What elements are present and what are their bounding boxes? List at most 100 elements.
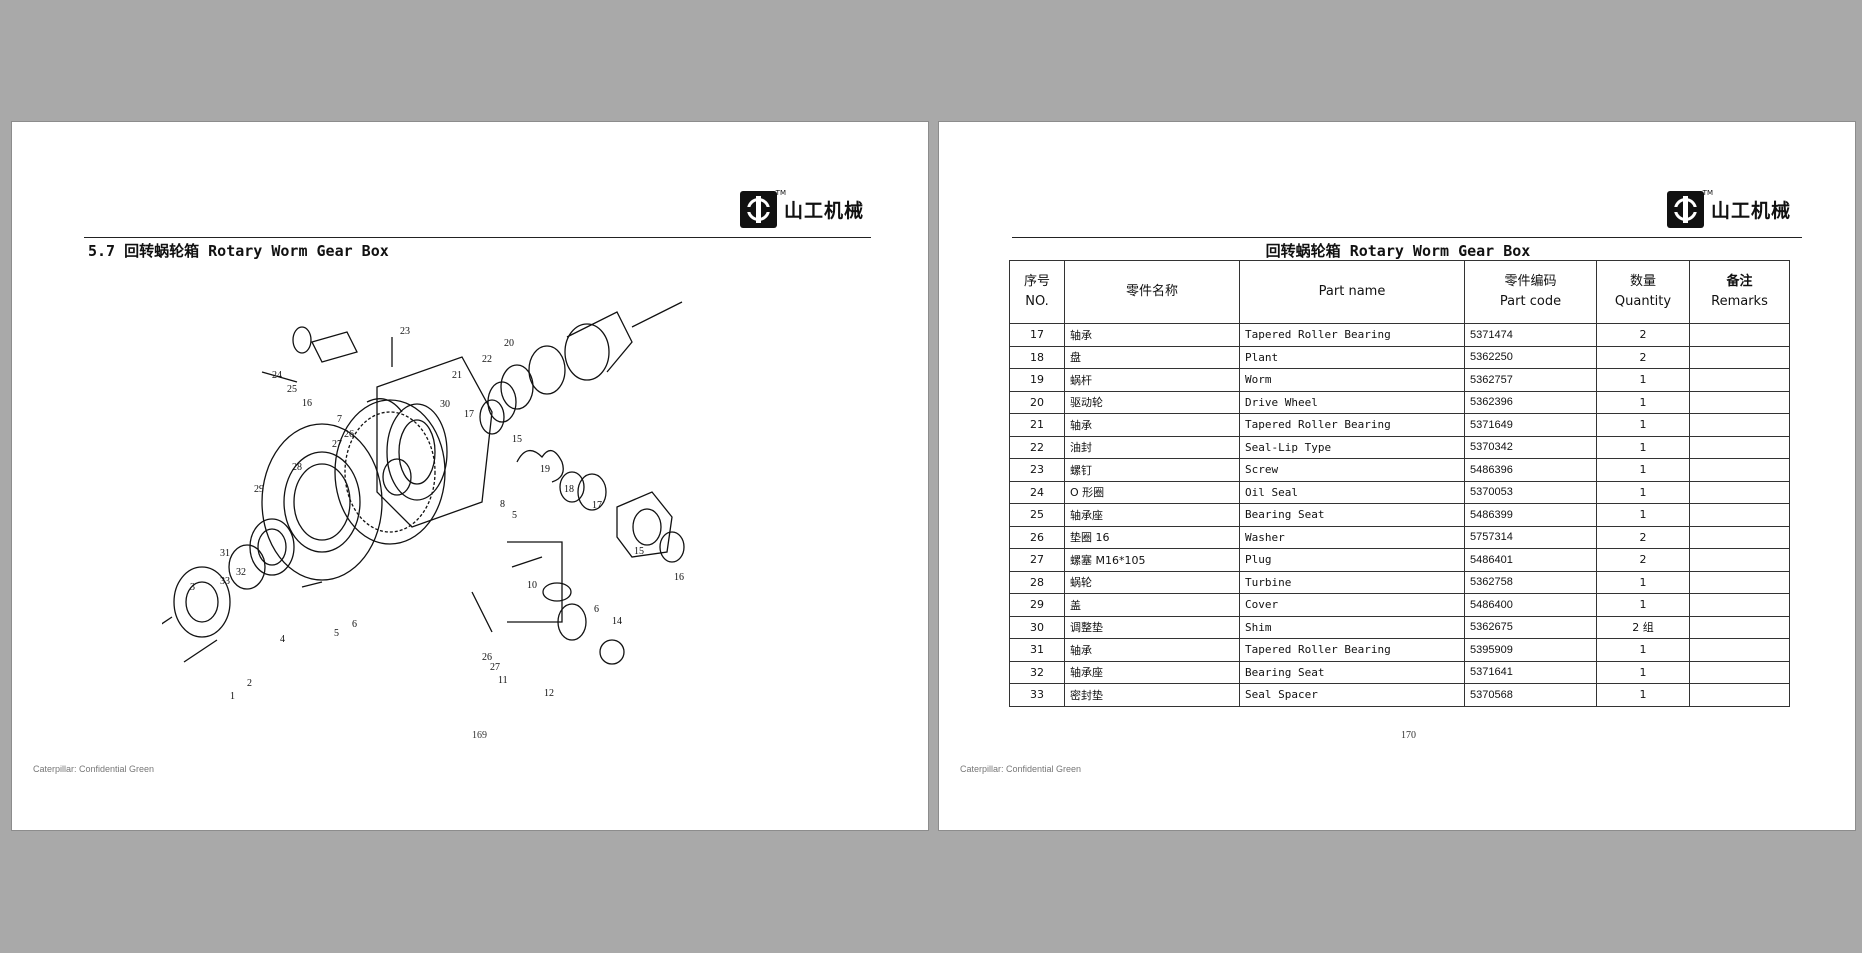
- header-no: 序号 NO.: [1009, 260, 1065, 324]
- cell-remarks: [1689, 548, 1790, 572]
- svg-text:15: 15: [634, 546, 644, 557]
- cell-part-code: 5362675: [1464, 615, 1597, 639]
- svg-text:26: 26: [344, 429, 354, 440]
- cell-no: 21: [1009, 413, 1065, 437]
- cell-remarks: [1689, 683, 1790, 707]
- cell-no: 33: [1009, 683, 1065, 707]
- part-12: [557, 603, 587, 641]
- header-rule: [84, 237, 871, 238]
- cell-quantity: 1: [1596, 435, 1690, 459]
- cell-name-cn: 蜗轮: [1064, 570, 1240, 594]
- turbine-gear: [334, 399, 446, 545]
- cell-quantity: 1: [1596, 593, 1690, 617]
- cell-quantity: 1: [1596, 683, 1690, 707]
- plug-16: [659, 531, 685, 563]
- cell-quantity: 1: [1596, 660, 1690, 684]
- cell-name-cn: 轴承: [1064, 638, 1240, 662]
- cell-name-en: Cover: [1239, 593, 1465, 617]
- trademark-symbol: TM: [1702, 189, 1713, 197]
- page-footer: Caterpillar: Confidential Green: [960, 764, 1082, 774]
- cell-remarks: [1689, 593, 1790, 617]
- bearing-21: [500, 364, 534, 410]
- cell-name-cn: 轴承: [1064, 413, 1240, 437]
- document-page-left: TM 山工机械 5.7 回转蜗轮箱 Rotary Worm Gear Box: [11, 121, 929, 831]
- svg-text:19: 19: [540, 464, 550, 475]
- cell-name-en: Washer: [1239, 525, 1465, 549]
- cell-part-code: 5371641: [1464, 660, 1597, 684]
- cell-no: 20: [1009, 390, 1065, 414]
- svg-text:5: 5: [512, 510, 517, 521]
- cell-name-en: Tapered Roller Bearing: [1239, 413, 1465, 437]
- cell-no: 24: [1009, 480, 1065, 504]
- cell-remarks: [1689, 345, 1790, 369]
- cell-part-code: 5486396: [1464, 458, 1597, 482]
- header-part-code: 零件编码 Part code: [1464, 260, 1597, 324]
- svg-text:18: 18: [564, 484, 574, 495]
- cell-name-cn: 轴承座: [1064, 660, 1240, 684]
- cell-name-en: Screw: [1239, 458, 1465, 482]
- svg-text:16: 16: [302, 398, 312, 409]
- cell-remarks: [1689, 480, 1790, 504]
- page-footer: Caterpillar: Confidential Green: [33, 764, 155, 774]
- svg-text:12: 12: [544, 688, 554, 699]
- cell-name-cn: 驱动轮: [1064, 390, 1240, 414]
- svg-text:32: 32: [236, 567, 246, 578]
- svg-text:4: 4: [280, 634, 285, 645]
- cell-quantity: 2: [1596, 525, 1690, 549]
- svg-text:8: 8: [500, 499, 505, 510]
- svg-text:26: 26: [482, 652, 492, 663]
- cell-remarks: [1689, 638, 1790, 662]
- cell-no: 25: [1009, 503, 1065, 527]
- svg-text:7: 7: [337, 414, 342, 425]
- cell-quantity: 1: [1596, 480, 1690, 504]
- cell-remarks: [1689, 503, 1790, 527]
- svg-text:15: 15: [512, 434, 522, 445]
- cell-part-code: 5362757: [1464, 368, 1597, 392]
- cell-part-code: 5370342: [1464, 435, 1597, 459]
- svg-text:23: 23: [400, 326, 410, 337]
- end-cap: [173, 566, 231, 638]
- cell-name-en: Shim: [1239, 615, 1465, 639]
- svg-text:20: 20: [504, 338, 514, 349]
- cell-no: 32: [1009, 660, 1065, 684]
- svg-text:16: 16: [674, 572, 684, 583]
- cell-remarks: [1689, 570, 1790, 594]
- cell-remarks: [1689, 323, 1790, 347]
- gearbox-housing: [376, 356, 493, 528]
- svg-text:14: 14: [612, 616, 622, 627]
- oil-seal-24: [292, 326, 312, 354]
- svg-text:25: 25: [287, 384, 297, 395]
- section-title: 5.7 回转蜗轮箱 Rotary Worm Gear Box: [88, 242, 389, 260]
- cell-part-code: 5486399: [1464, 503, 1597, 527]
- cell-remarks: [1689, 390, 1790, 414]
- cell-name-en: Drive Wheel: [1239, 390, 1465, 414]
- cell-part-code: 5362396: [1464, 390, 1597, 414]
- bearing-seat-32: [228, 544, 266, 590]
- header-name-cn: 零件名称: [1064, 260, 1240, 324]
- cell-part-code: 5370053: [1464, 480, 1597, 504]
- cell-part-code: 5362250: [1464, 345, 1597, 369]
- cell-name-cn: 蜗杆: [1064, 368, 1240, 392]
- cell-part-code: 5371474: [1464, 323, 1597, 347]
- svg-text:24: 24: [272, 370, 282, 381]
- cell-name-en: Tapered Roller Bearing: [1239, 323, 1465, 347]
- bearing-31: [249, 518, 295, 576]
- cell-name-cn: 盘: [1064, 345, 1240, 369]
- cell-quantity: 2 组: [1596, 615, 1690, 639]
- seal-13: [599, 639, 625, 665]
- cell-remarks: [1689, 458, 1790, 482]
- cell-name-cn: 密封垫: [1064, 683, 1240, 707]
- exploded-parts-diagram: 23 20 24 22 25 21 16 30 17 7 26 27 15 28…: [162, 301, 685, 702]
- cell-no: 22: [1009, 435, 1065, 459]
- plant-18: [559, 471, 585, 503]
- cell-name-cn: 轴承座: [1064, 503, 1240, 527]
- part-11: [542, 582, 572, 602]
- cell-no: 30: [1009, 615, 1065, 639]
- cell-no: 29: [1009, 593, 1065, 617]
